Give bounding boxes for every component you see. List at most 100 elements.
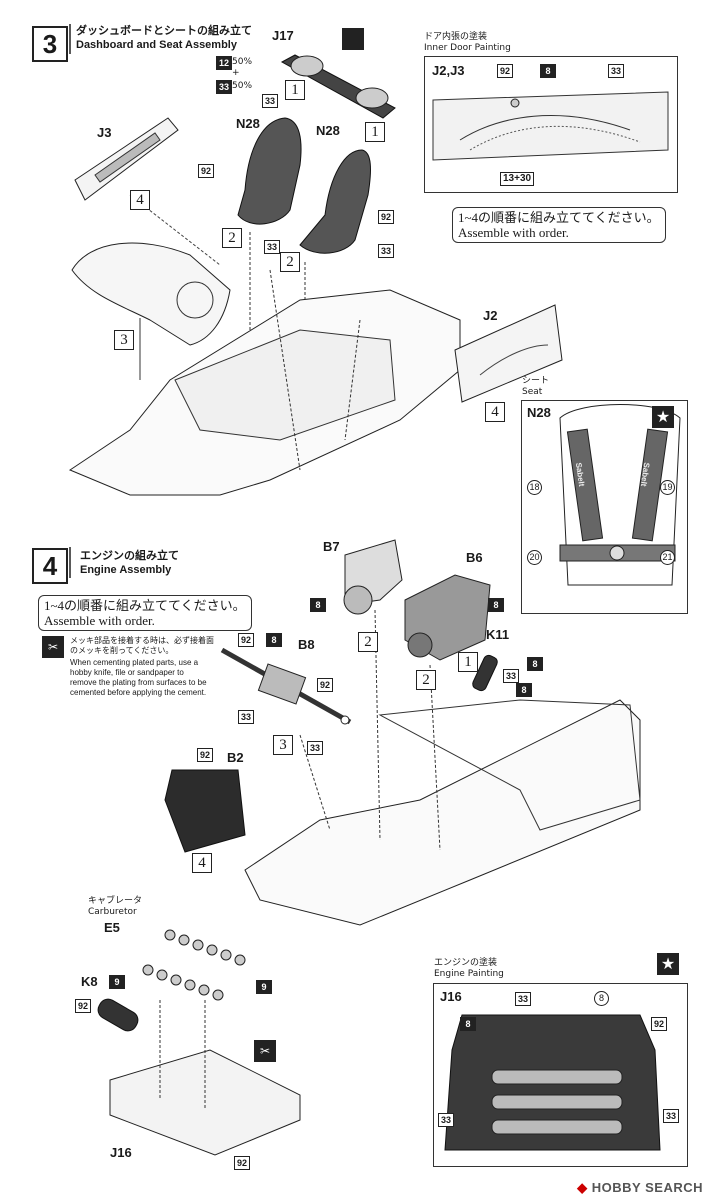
order-box-3: 3 bbox=[114, 330, 134, 350]
step4-badge-8-b8: 8 bbox=[266, 633, 282, 647]
part-label-k11: K11 bbox=[486, 627, 510, 642]
part-label-j17: J17 bbox=[272, 28, 294, 43]
step4-badge-33-b8-left: 33 bbox=[238, 710, 254, 724]
inner-door-panel bbox=[424, 56, 678, 193]
part-label-j16: J16 bbox=[110, 1145, 132, 1160]
note-en: Assemble with order. bbox=[458, 225, 569, 240]
step4-order-2-b6: 2 bbox=[416, 670, 436, 690]
seat-color-19: 19 bbox=[660, 480, 675, 495]
carb-badge-92-j16: 92 bbox=[234, 1156, 250, 1170]
step4-badge-8-k11-b: 8 bbox=[516, 683, 532, 697]
step4-order-4-b2: 4 bbox=[192, 853, 212, 873]
order-box-2b: 2 bbox=[280, 252, 300, 272]
engine-badge-33-top: 33 bbox=[515, 992, 531, 1006]
paint-badge-12: 12 bbox=[216, 56, 232, 70]
inner-door-mix-box: 13+30 bbox=[500, 172, 535, 186]
step4-order-3-b8: 3 bbox=[273, 735, 293, 755]
step4-badge-8-b7: 8 bbox=[310, 598, 326, 612]
engine-star-icon: ★ bbox=[657, 953, 679, 975]
paint-badge-33-seat-left-b: 33 bbox=[264, 240, 280, 254]
seat-color-21: 21 bbox=[660, 550, 675, 565]
engine-paint-title-en: Engine Painting bbox=[434, 969, 504, 979]
order-box-4-j3: 4 bbox=[130, 190, 150, 210]
part-label-n28-left: N28 bbox=[236, 116, 260, 131]
paint-badge-33-seat-right: 33 bbox=[378, 244, 394, 258]
paint-badge-92-seat-left: 92 bbox=[198, 164, 214, 178]
order-box-1b: 1 bbox=[365, 122, 385, 142]
mix-pct-a: 50% bbox=[232, 57, 253, 67]
carburetor-title-en: Carburetor bbox=[88, 907, 137, 917]
step-4-title-jp: エンジンの組み立て bbox=[80, 549, 179, 562]
part-label-b8: B8 bbox=[298, 637, 315, 652]
engine-part-j16: J16 bbox=[440, 989, 462, 1004]
engine-paint-panel bbox=[433, 983, 688, 1167]
step4-badge-92-b8-left: 92 bbox=[238, 633, 254, 647]
carb-badge-9-k8: 9 bbox=[109, 975, 125, 989]
step4-badge-33-b8-right: 33 bbox=[307, 741, 323, 755]
paint-badge-33-seat-left: 33 bbox=[262, 94, 278, 108]
part-label-k8: K8 bbox=[81, 974, 98, 989]
seat-part-n28: N28 bbox=[527, 405, 551, 420]
carb-badge-9-e5: 9 bbox=[256, 980, 272, 994]
mix-pct-b: 50% bbox=[232, 81, 253, 91]
step4-badge-33-k11: 33 bbox=[503, 669, 519, 683]
step-3-number: 3 bbox=[32, 26, 68, 62]
step-3-title-en: Dashboard and Seat Assembly bbox=[76, 39, 237, 51]
seat-title-en: Seat bbox=[522, 387, 543, 397]
inner-door-parts: J2,J3 bbox=[432, 63, 465, 78]
step-4-title-en: Engine Assembly bbox=[80, 564, 172, 576]
part-label-e5: E5 bbox=[104, 920, 120, 935]
seat-color-20: 20 bbox=[527, 550, 542, 565]
step-4-note-en: Assemble with order. bbox=[44, 613, 155, 628]
step4-order-2-b7: 2 bbox=[358, 632, 378, 652]
step-4-order-note: 1~4の順番に組み立ててください。 Assemble with order. bbox=[38, 595, 252, 631]
part-label-b6: B6 bbox=[466, 550, 483, 565]
step-4-number: 4 bbox=[32, 548, 68, 584]
plating-note-en: When cementing plated parts, use a hobby… bbox=[70, 658, 207, 697]
step-4-note-jp: 1~4の順番に組み立ててください。 bbox=[44, 598, 246, 613]
order-box-4-j2: 4 bbox=[485, 402, 505, 422]
note-jp: 1~4の順番に組み立ててください。 bbox=[458, 210, 660, 225]
plating-warning-icon: ✂ bbox=[42, 636, 64, 658]
part-label-j2: J2 bbox=[483, 308, 498, 323]
part-label-n28-right: N28 bbox=[316, 123, 340, 138]
step4-badge-8-b6: 8 bbox=[488, 598, 504, 612]
step4-order-1-k11: 1 bbox=[458, 652, 478, 672]
seat-color-18: 18 bbox=[527, 480, 542, 495]
paint-badge-33-mix: 33 bbox=[216, 80, 232, 94]
engine-badge-33-left: 33 bbox=[438, 1113, 454, 1127]
step4-badge-92-b8-right: 92 bbox=[317, 678, 333, 692]
carburetor-title-jp: キャブレータ bbox=[88, 896, 143, 906]
inner-door-title-en: Inner Door Painting bbox=[424, 43, 511, 53]
plating-warning-icon-carb: ✂ bbox=[254, 1040, 276, 1062]
hobby-search-watermark: ◆ HOBBY SEARCH bbox=[577, 1180, 703, 1196]
inner-door-badge-92: 92 bbox=[497, 64, 513, 78]
step-3-order-note: 1~4の順番に組み立ててください。 Assemble with order. bbox=[452, 207, 666, 243]
engine-badge-92: 92 bbox=[651, 1017, 667, 1031]
inner-door-title-jp: ドア内張の塗装 bbox=[424, 32, 488, 42]
inner-door-badge-33: 33 bbox=[608, 64, 624, 78]
carb-badge-92-k8: 92 bbox=[75, 999, 91, 1013]
inner-door-badge-8: 8 bbox=[540, 64, 556, 78]
step-3-title-jp: ダッシュボードとシートの組み立て bbox=[76, 24, 252, 37]
star-icon: ★ bbox=[652, 406, 674, 428]
step4-badge-8-k11-a: 8 bbox=[527, 657, 543, 671]
seat-panel bbox=[521, 400, 688, 614]
order-box-2a: 2 bbox=[222, 228, 242, 248]
hobby-search-mark-icon: ◆ bbox=[577, 1180, 588, 1195]
part-label-j3: J3 bbox=[97, 125, 112, 140]
part-label-b7: B7 bbox=[323, 539, 340, 554]
step4-badge-92-b2: 92 bbox=[197, 748, 213, 762]
order-box-1a: 1 bbox=[285, 80, 305, 100]
hobby-search-text: HOBBY SEARCH bbox=[591, 1180, 703, 1195]
plating-note-jp: メッキ部品を接着する時は、必ず接着面のメッキを削ってください。 bbox=[70, 636, 214, 655]
engine-paint-title-jp: エンジンの塗装 bbox=[434, 958, 498, 968]
paint-badge-92-seat-right: 92 bbox=[378, 210, 394, 224]
seat-title-jp: シート bbox=[522, 376, 550, 386]
engine-badge-8: 8 bbox=[460, 1017, 476, 1031]
brand-logo-icon bbox=[342, 28, 364, 50]
part-label-b2: B2 bbox=[227, 750, 244, 765]
mix-plus: + bbox=[232, 68, 240, 78]
engine-badge-33-right: 33 bbox=[663, 1109, 679, 1123]
